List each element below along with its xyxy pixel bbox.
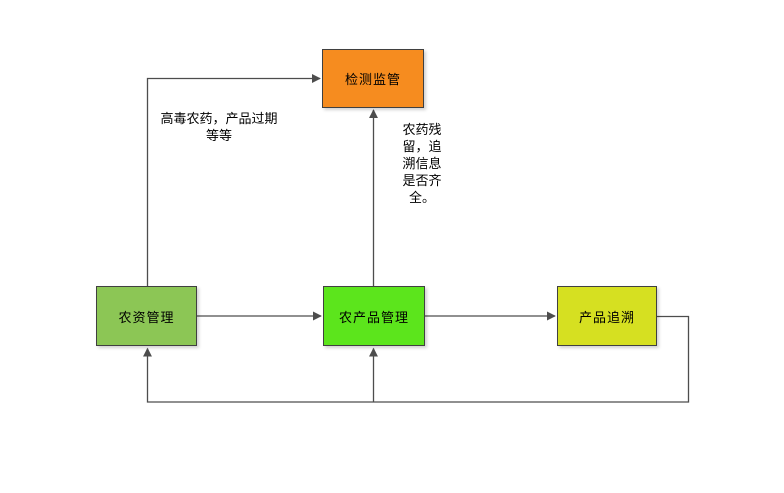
node-detection-supervision-label: 检测监管 [344,72,401,87]
edge-label-pesticide-residue: 农药残留，追溯信息是否齐全。 [402,122,442,205]
node-product-traceability: 产品追溯 [557,286,657,346]
node-agri-supplies-management: 农资管理 [96,286,197,346]
node-product-traceability-label: 产品追溯 [578,309,635,325]
node-agri-product-management-label: 农产品管理 [338,309,409,325]
node-agri-supplies-management-label: 农资管理 [118,309,175,325]
edge-label-toxic-pesticide: 高毒农药，产品过期等等 [160,111,278,143]
node-detection-supervision: 检测监管 [322,49,424,108]
node-agri-product-management: 农产品管理 [323,286,425,346]
